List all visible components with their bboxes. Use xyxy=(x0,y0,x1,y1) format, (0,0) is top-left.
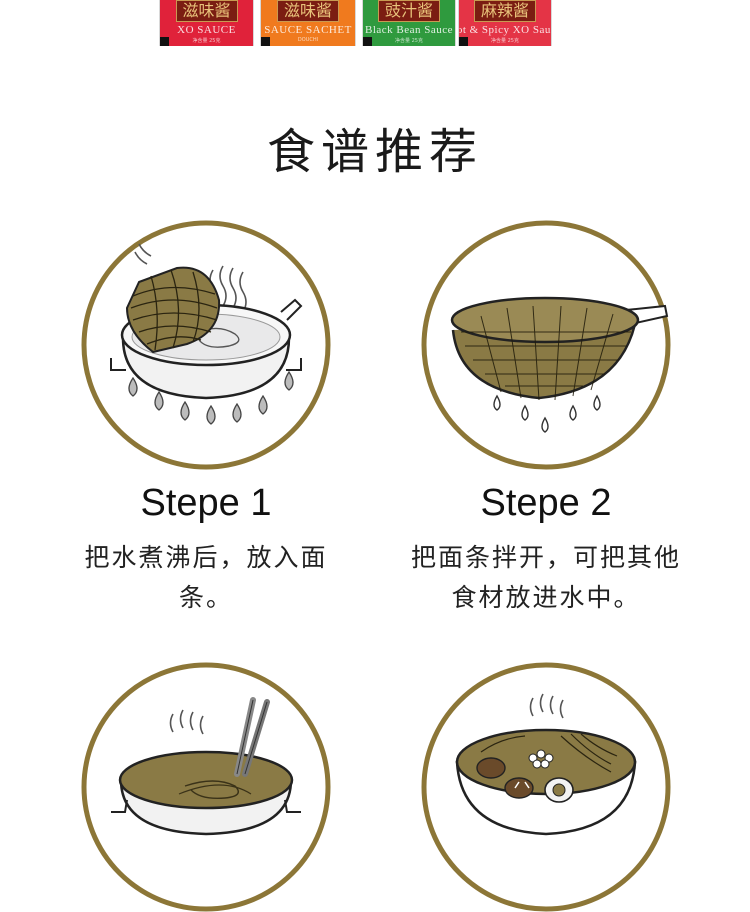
step-1-title: Stepe 1 xyxy=(140,482,272,524)
sachet-subtitle: SAUCE SACHET xyxy=(264,24,352,36)
boiling-pot-icon xyxy=(81,220,331,470)
sachet-corner xyxy=(261,37,270,46)
sachet-spicy: 麻辣酱 Hot & Spicy XO Sauce 净含量 25克 xyxy=(458,0,552,46)
sachet-black-bean: 豉汁酱 Black Bean Sauce 净含量 25克 xyxy=(362,0,456,46)
step-1-description: 把水煮沸后，放入面 条。 xyxy=(56,538,356,618)
step-1-desc-line2: 条。 xyxy=(178,583,233,612)
sachet-tiny-text: 净含量 25克 xyxy=(491,38,519,44)
sachet-corner xyxy=(459,37,468,46)
sachet-subtitle: Hot & Spicy XO Sauce xyxy=(459,24,551,36)
noodle-bowl-icon xyxy=(421,662,671,912)
sachet-corner xyxy=(363,37,372,46)
sachet-tiny-text: DOUCHI xyxy=(297,37,319,43)
step-1-desc-line1: 把水煮沸后，放入面 xyxy=(84,543,328,572)
sachet-brand: 豉汁酱 xyxy=(378,0,440,22)
sachet-tiny-text: 净含量 25克 xyxy=(395,38,423,44)
sachet-brand: 麻辣酱 xyxy=(474,0,536,22)
sachet-brand: 滋味酱 xyxy=(175,0,238,22)
sachet-tiny-text: 净含量 25克 xyxy=(192,38,221,44)
soup-pot-chopsticks-icon xyxy=(81,662,331,912)
sachet-corner xyxy=(160,37,169,46)
sachet-subtitle: XO SAUCE xyxy=(177,24,236,36)
strainer-icon xyxy=(421,220,671,470)
step-2-title: Stepe 2 xyxy=(480,482,612,524)
step-2-description: 把面条拌开，可把其他 食材放进水中。 xyxy=(392,538,700,618)
step-2-desc-line1: 把面条拌开，可把其他 xyxy=(410,543,681,572)
sachet-xo-sauce: 滋味酱 XO SAUCE 净含量 25克 xyxy=(159,0,254,46)
step-2-desc-line2: 食材放进水中。 xyxy=(451,583,641,612)
sachet-subtitle: Black Bean Sauce xyxy=(364,24,454,36)
recipe-section-title: 食谱推荐 xyxy=(266,124,483,180)
sachet-sauce: 滋味酱 SAUCE SACHET DOUCHI xyxy=(260,0,356,46)
sauce-sachet-strip: 滋味酱 XO SAUCE 净含量 25克 滋味酱 SAUCE SACHET DO… xyxy=(0,0,750,54)
sachet-brand: 滋味酱 xyxy=(277,0,339,22)
